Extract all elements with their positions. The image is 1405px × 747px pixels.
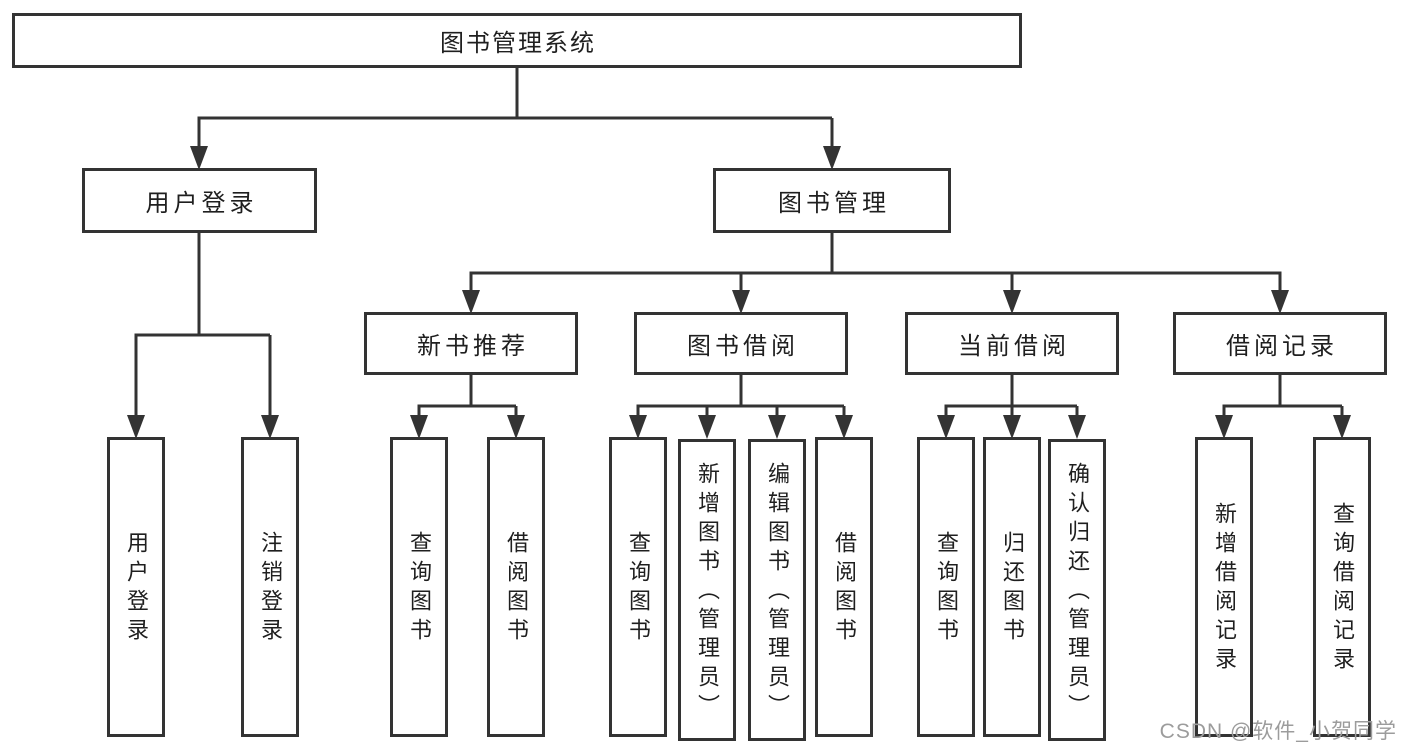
node-leaf-add-books-admin: 新增图书（管理员） — [678, 439, 736, 741]
node-leaf-borrow-books: 借阅图书 — [815, 437, 873, 737]
node-borrowing-records: 借阅记录 — [1173, 312, 1387, 375]
node-book-borrowing: 图书借阅 — [634, 312, 848, 375]
node-leaf-query-books-recommend: 查询图书 — [390, 437, 448, 737]
node-leaf-logout: 注销登录 — [241, 437, 299, 737]
node-leaf-return-books: 归还图书 — [983, 437, 1041, 737]
node-book-management-branch: 图书管理 — [713, 168, 951, 233]
node-leaf-borrow-books-recommend: 借阅图书 — [487, 437, 545, 737]
node-leaf-query-books-current: 查询图书 — [917, 437, 975, 737]
csdn-watermark: CSDN @软件_小贺同学 — [1159, 720, 1397, 743]
node-leaf-confirm-return-admin: 确认归还（管理员） — [1048, 439, 1106, 741]
node-new-book-recommendation: 新书推荐 — [364, 312, 578, 375]
node-leaf-query-borrow-record: 查询借阅记录 — [1313, 437, 1371, 737]
node-leaf-user-login: 用户登录 — [107, 437, 165, 737]
node-user-login-branch: 用户登录 — [82, 168, 317, 233]
node-leaf-edit-books-admin: 编辑图书（管理员） — [748, 439, 806, 741]
node-leaf-add-borrow-record: 新增借阅记录 — [1195, 437, 1253, 737]
arrowheads — [127, 146, 1351, 439]
node-current-borrowing: 当前借阅 — [905, 312, 1119, 375]
node-leaf-query-books-borrowing: 查询图书 — [609, 437, 667, 737]
node-library-management-system: 图书管理系统 — [12, 13, 1022, 68]
